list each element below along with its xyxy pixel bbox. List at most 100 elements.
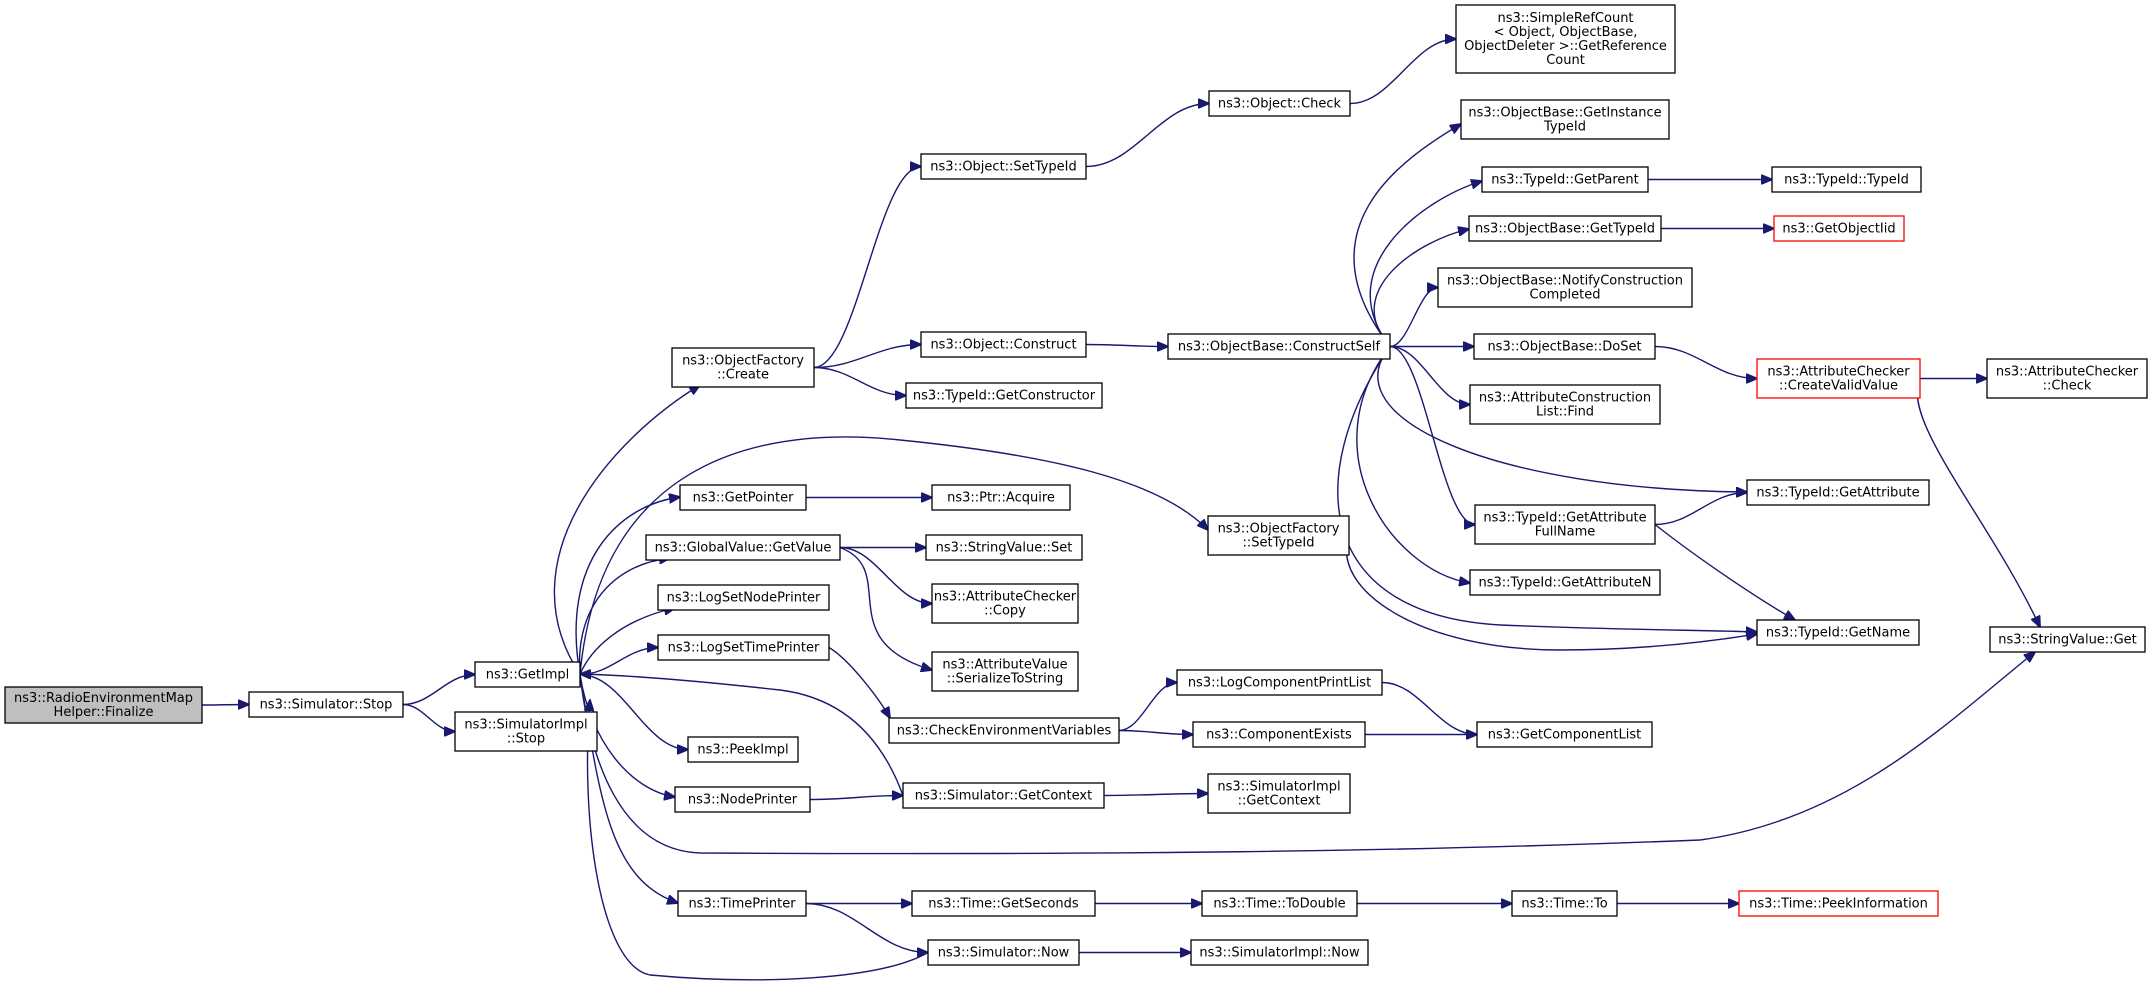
node-n45[interactable]: ns3::TypeId::GetAttribute <box>1746 479 1930 506</box>
node-label: ::GetContext <box>1238 794 1321 809</box>
node-n49[interactable]: ns3::StringValue::Get <box>1989 626 2146 653</box>
edge-n4-n13 <box>813 345 921 369</box>
node-n21[interactable]: ns3::Time::GetSeconds <box>911 890 1096 917</box>
node-n24[interactable]: ns3::ObjectBase::ConstructSelf <box>1167 333 1391 360</box>
node-n16[interactable]: ns3::StringValue::Set <box>925 534 1083 561</box>
edge-n12-n23 <box>1085 104 1209 168</box>
node-box <box>931 651 1079 692</box>
node-n9[interactable]: ns3::PeekImpl <box>687 736 799 763</box>
node-n10[interactable]: ns3::NodePrinter <box>674 786 811 813</box>
edge-n20-n2 <box>580 674 904 796</box>
node-n44[interactable]: ns3::AttributeChecker::CreateValidValue <box>1756 358 1921 399</box>
node-n42[interactable]: ns3::TypeId::TypeId <box>1771 166 1922 193</box>
node-label: ns3::GlobalValue::GetValue <box>655 541 832 556</box>
node-label: ns3::PeekImpl <box>697 743 788 758</box>
node-n26[interactable]: ns3::LogComponentPrintList <box>1176 669 1383 696</box>
node-box <box>927 939 1080 966</box>
node-label: Completed <box>1530 288 1601 303</box>
node-label: ns3::GetObjectIid <box>1782 222 1895 237</box>
node-label: ns3::ObjectBase::GetInstance <box>1468 106 1661 121</box>
node-n23[interactable]: ns3::Object::Check <box>1208 90 1351 117</box>
node-label: ::Stop <box>507 732 545 747</box>
node-label: ns3::Simulator::Now <box>938 946 1070 961</box>
edge-n4-n14 <box>813 366 906 396</box>
node-box <box>657 634 830 661</box>
edge-n8-n19 <box>828 646 890 719</box>
edge-n6-n17 <box>839 546 932 604</box>
node-box <box>1468 215 1662 242</box>
node-n11[interactable]: ns3::TimePrinter <box>677 890 807 917</box>
node-label: ns3::ComponentExists <box>1206 728 1352 743</box>
node-n29[interactable]: ns3::Time::ToDouble <box>1201 890 1358 917</box>
node-n15[interactable]: ns3::Ptr::Acquire <box>931 484 1071 511</box>
node-box <box>1469 569 1661 596</box>
node-n35[interactable]: ns3::ObjectBase::NotifyConstructionCompl… <box>1437 267 1693 308</box>
node-label: ns3::StringValue::Set <box>936 541 1073 556</box>
node-box <box>4 686 203 724</box>
node-n2[interactable]: ns3::GetImpl <box>474 661 581 688</box>
node-n19[interactable]: ns3::CheckEnvironmentVariables <box>888 717 1120 744</box>
node-box <box>902 782 1105 809</box>
node-box <box>1511 890 1618 917</box>
node-n25[interactable]: ns3::ObjectFactory::SetTypeId <box>1207 515 1350 556</box>
node-box <box>1208 90 1351 117</box>
node-n46[interactable]: ns3::TypeId::GetName <box>1756 619 1920 646</box>
node-box <box>474 661 581 688</box>
node-n31[interactable]: ns3::SimpleRefCount< Object, ObjectBase,… <box>1455 4 1676 74</box>
node-box <box>920 153 1087 180</box>
node-label: ns3::SimulatorImpl <box>1217 780 1340 795</box>
node-n30[interactable]: ns3::SimulatorImpl::Now <box>1190 939 1369 966</box>
edge-n24-n39 <box>1356 346 1470 584</box>
edge-n24-n37 <box>1389 345 1470 405</box>
node-n1[interactable]: ns3::Simulator::Stop <box>248 691 404 718</box>
node-n33[interactable]: ns3::TypeId::GetParent <box>1481 166 1649 193</box>
node-n27[interactable]: ns3::ComponentExists <box>1192 721 1366 748</box>
node-n8[interactable]: ns3::LogSetTimePrinter <box>657 634 830 661</box>
node-n34[interactable]: ns3::ObjectBase::GetTypeId <box>1468 215 1662 242</box>
node-n20[interactable]: ns3::Simulator::GetContext <box>902 782 1105 809</box>
node-n18[interactable]: ns3::AttributeValue::SerializeToString <box>931 651 1079 692</box>
node-n28[interactable]: ns3::SimulatorImpl::GetContext <box>1207 773 1351 814</box>
node-box <box>1989 626 2146 653</box>
node-n13[interactable]: ns3::Object::Construct <box>920 331 1087 358</box>
node-label: FullName <box>1535 525 1596 540</box>
node-n39[interactable]: ns3::TypeId::GetAttributeN <box>1469 569 1661 596</box>
node-n43[interactable]: ns3::GetObjectIid <box>1773 215 1905 242</box>
node-n22[interactable]: ns3::Simulator::Now <box>927 939 1080 966</box>
node-n41[interactable]: ns3::Time::To <box>1511 890 1618 917</box>
node-label: ns3::ObjectFactory <box>682 354 804 369</box>
node-label: ns3::TypeId::GetConstructor <box>913 389 1096 404</box>
node-n14[interactable]: ns3::TypeId::GetConstructor <box>905 382 1103 409</box>
edge-n24-n46 <box>1337 346 1757 633</box>
node-box <box>454 711 598 752</box>
node-box <box>679 484 807 511</box>
node-n3[interactable]: ns3::SimulatorImpl::Stop <box>454 711 598 752</box>
node-n40[interactable]: ns3::GetComponentList <box>1476 721 1653 748</box>
node-n6[interactable]: ns3::GlobalValue::GetValue <box>645 534 841 561</box>
node-label: ns3::GetImpl <box>486 668 570 683</box>
node-label: ns3::AttributeValue <box>942 658 1067 673</box>
node-n36[interactable]: ns3::ObjectBase::DoSet <box>1473 333 1656 360</box>
node-box <box>1476 721 1653 748</box>
node-box <box>1469 384 1661 425</box>
edge-n2-n9 <box>579 673 688 750</box>
node-label: ::Create <box>717 368 769 383</box>
node-label: ns3::AttributeChecker <box>934 590 1077 605</box>
edge-n2-n6 <box>578 558 670 675</box>
edge-n24-n45 <box>1377 346 1747 493</box>
node-n12[interactable]: ns3::Object::SetTypeId <box>920 153 1087 180</box>
node-n17[interactable]: ns3::AttributeChecker::Copy <box>931 583 1079 624</box>
node-n47[interactable]: ns3::Time::PeekInformation <box>1738 890 1939 917</box>
node-n48[interactable]: ns3::AttributeChecker::Check <box>1986 358 2148 399</box>
node-label: ns3::SimpleRefCount <box>1497 11 1633 26</box>
node-n7[interactable]: ns3::LogSetNodePrinter <box>657 584 830 611</box>
node-n4[interactable]: ns3::ObjectFactory::Create <box>671 347 815 388</box>
node-n5[interactable]: ns3::GetPointer <box>679 484 807 511</box>
node-label: ns3::AttributeChecker <box>1996 365 2139 380</box>
node-label: ns3::Simulator::GetContext <box>915 789 1092 804</box>
